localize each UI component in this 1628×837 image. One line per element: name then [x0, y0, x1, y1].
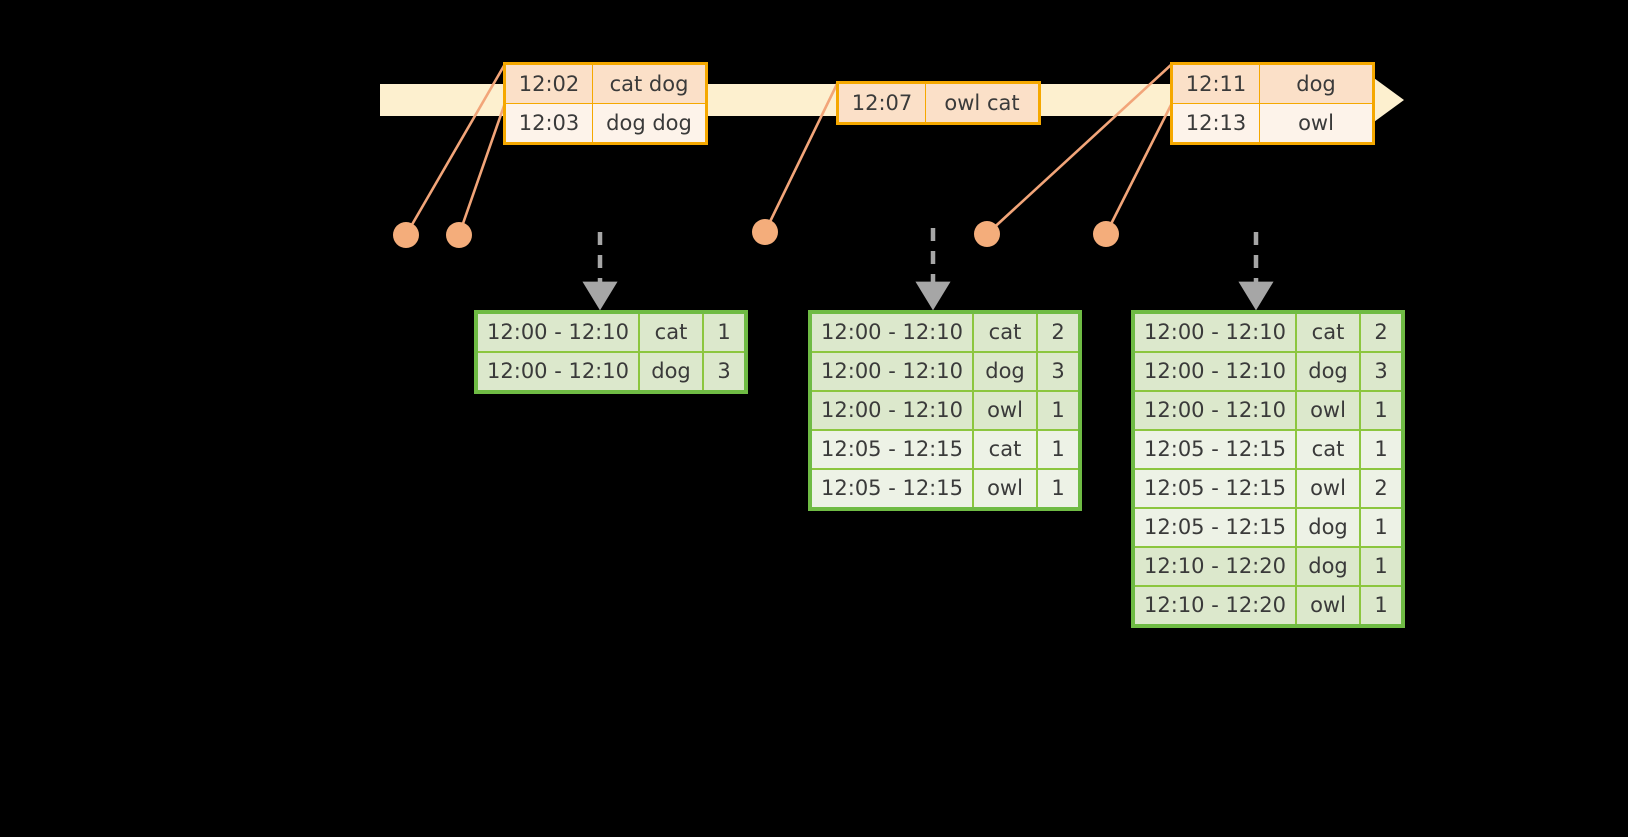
- count-value: 2: [1036, 311, 1081, 353]
- window-range: 12:00 - 12:10: [475, 351, 640, 393]
- count-value: 1: [1359, 585, 1404, 627]
- connector-dot-2: [446, 222, 472, 248]
- window-range: 12:10 - 12:20: [1132, 546, 1297, 587]
- event-time: 12:11: [1171, 63, 1260, 104]
- count-value: 1: [1359, 390, 1404, 431]
- word-value: cat: [1295, 429, 1361, 470]
- event-words: owl cat: [925, 82, 1040, 124]
- connector-line-2: [457, 102, 507, 236]
- word-value: cat: [972, 311, 1038, 353]
- event-time: 12:02: [504, 63, 593, 104]
- count-value: 1: [1036, 390, 1081, 431]
- count-value: 1: [1359, 546, 1404, 587]
- count-value: 3: [702, 351, 747, 393]
- connector-dot-4: [974, 221, 1000, 247]
- event-time: 12:07: [837, 82, 926, 124]
- connector-dots: [393, 219, 1119, 248]
- word-value: cat: [972, 429, 1038, 470]
- window-range: 12:05 - 12:15: [1132, 507, 1297, 548]
- word-value: owl: [972, 390, 1038, 431]
- connector-lines: [404, 63, 1174, 236]
- word-value: owl: [1295, 468, 1361, 509]
- event-words: dog: [1259, 63, 1374, 104]
- connector-line-5: [1104, 102, 1174, 235]
- count-value: 1: [1036, 468, 1081, 510]
- window-range: 12:05 - 12:15: [809, 468, 974, 510]
- window-range: 12:00 - 12:10: [475, 311, 640, 353]
- window-range: 12:05 - 12:15: [1132, 468, 1297, 509]
- connector-dot-3: [752, 219, 778, 245]
- word-value: dog: [638, 351, 704, 393]
- window-range: 12:05 - 12:15: [1132, 429, 1297, 470]
- word-value: dog: [972, 351, 1038, 392]
- window-range: 12:10 - 12:20: [1132, 585, 1297, 627]
- event-time: 12:03: [504, 103, 593, 144]
- window-range: 12:05 - 12:15: [809, 429, 974, 470]
- word-value: owl: [1295, 585, 1361, 627]
- count-value: 1: [1359, 429, 1404, 470]
- connector-line-1: [404, 63, 507, 236]
- connector-dot-5: [1093, 221, 1119, 247]
- connector-line-3: [763, 81, 840, 233]
- window-range: 12:00 - 12:10: [1132, 390, 1297, 431]
- event-words: dog dog: [592, 103, 707, 144]
- count-value: 2: [1359, 468, 1404, 509]
- count-value: 1: [702, 311, 747, 353]
- event-words: owl: [1259, 103, 1374, 144]
- word-value: cat: [638, 311, 704, 353]
- event-time: 12:13: [1171, 103, 1260, 144]
- window-range: 12:00 - 12:10: [809, 390, 974, 431]
- word-value: dog: [1295, 507, 1361, 548]
- count-value: 3: [1036, 351, 1081, 392]
- word-value: cat: [1295, 311, 1361, 353]
- dashed-arrows: [582, 228, 1274, 311]
- window-range: 12:00 - 12:10: [809, 311, 974, 353]
- count-value: 3: [1359, 351, 1404, 392]
- word-value: dog: [1295, 351, 1361, 392]
- window-range: 12:00 - 12:10: [1132, 311, 1297, 353]
- connector-dot-1: [393, 222, 419, 248]
- count-value: 1: [1036, 429, 1081, 470]
- connector-line-4: [986, 63, 1173, 235]
- window-range: 12:00 - 12:10: [809, 351, 974, 392]
- word-value: owl: [1295, 390, 1361, 431]
- count-value: 2: [1359, 311, 1404, 353]
- word-value: owl: [972, 468, 1038, 510]
- event-words: cat dog: [592, 63, 707, 104]
- window-range: 12:00 - 12:10: [1132, 351, 1297, 392]
- count-value: 1: [1359, 507, 1404, 548]
- word-value: dog: [1295, 546, 1361, 587]
